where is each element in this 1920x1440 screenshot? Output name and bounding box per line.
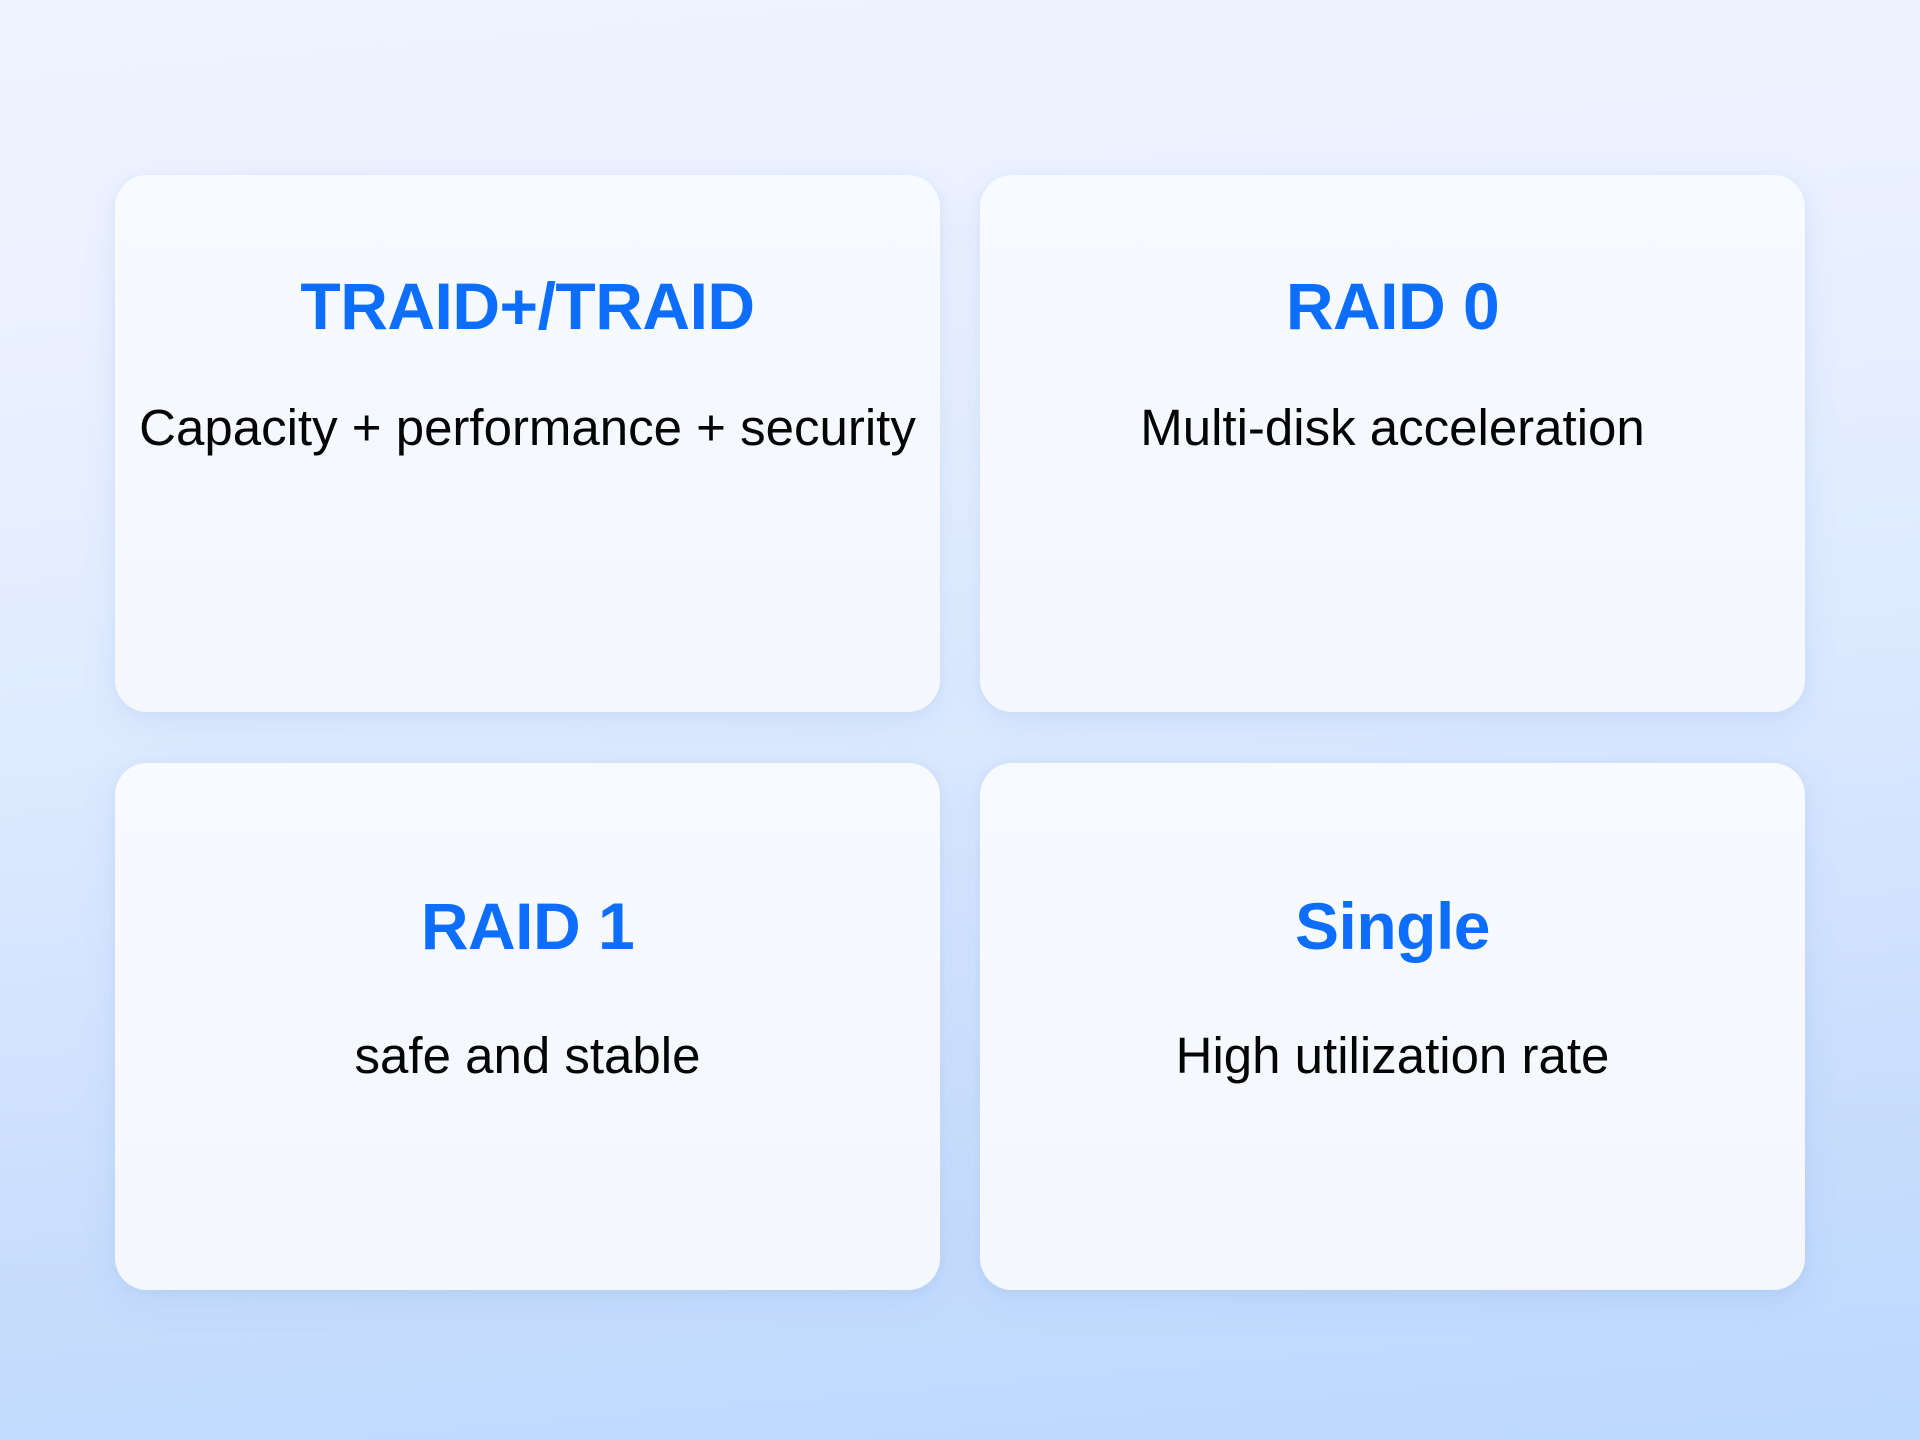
card-description-single: High utilization rate	[1175, 1027, 1610, 1085]
card-raid0[interactable]: RAID 0 Multi-disk acceleration	[980, 175, 1805, 712]
card-single[interactable]: Single High utilization rate	[980, 763, 1805, 1290]
card-title-raid1: RAID 1	[420, 889, 635, 963]
storage-mode-card-grid: TRAID+/TRAID Capacity + performance + se…	[115, 175, 1805, 1290]
card-raid1[interactable]: RAID 1 safe and stable	[115, 763, 940, 1290]
card-description-raid0: Multi-disk acceleration	[1140, 399, 1645, 457]
card-description-traid: Capacity + performance + security	[139, 399, 916, 457]
card-title-raid0: RAID 0	[1285, 269, 1500, 343]
card-traid[interactable]: TRAID+/TRAID Capacity + performance + se…	[115, 175, 940, 712]
card-description-raid1: safe and stable	[354, 1027, 701, 1085]
card-title-single: Single	[1294, 889, 1491, 963]
card-title-traid: TRAID+/TRAID	[300, 269, 755, 343]
